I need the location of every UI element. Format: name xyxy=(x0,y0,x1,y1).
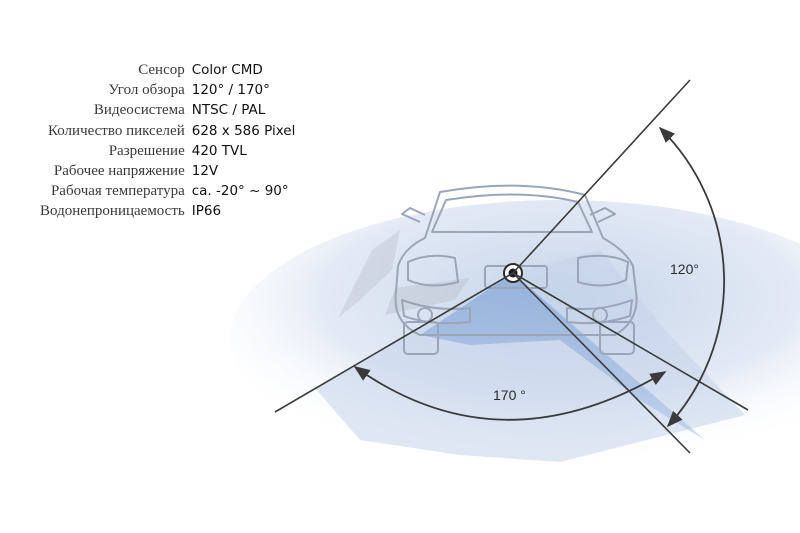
angle-label-170: 170 ° xyxy=(493,387,526,403)
spec-row: Рабочая температура ca. -20° ~ 90° xyxy=(40,181,295,201)
spec-label: Видеосистема xyxy=(93,102,185,119)
spec-value: ca. -20° ~ 90° xyxy=(191,183,289,200)
angle-label-120: 120° xyxy=(670,261,699,277)
narrow-beam-area xyxy=(420,273,705,440)
spec-row: Угол обзора 120° / 170° xyxy=(40,80,295,100)
spec-row: Разрешение 420 TVL xyxy=(40,141,295,161)
watermark-logo xyxy=(338,230,470,318)
spec-value: 628 x 586 Pixel xyxy=(191,122,296,139)
spec-value: IP66 xyxy=(191,203,222,220)
spec-row: Рабочее напряжение 12V xyxy=(40,161,295,181)
spec-label: Сенсор xyxy=(138,62,185,78)
spec-value: NTSC / PAL xyxy=(191,102,266,119)
car-rear-outline xyxy=(394,184,638,355)
spec-label: Угол обзора xyxy=(108,82,185,99)
angle-arc-170 xyxy=(353,366,667,421)
spec-label: Водонепроницаемость xyxy=(40,203,185,220)
spec-value: Color CMD xyxy=(191,62,263,78)
angle-arc-120 xyxy=(658,126,726,428)
spec-row: Видеосистема NTSC / PAL xyxy=(40,100,295,120)
spec-value: 420 TVL xyxy=(191,142,247,159)
spec-row: Сенсор Color CMD xyxy=(40,60,295,80)
spec-label: Количество пикселей xyxy=(48,122,185,139)
spec-label: Рабочее напряжение xyxy=(53,163,185,180)
spec-row: Количество пикселей 628 x 586 Pixel xyxy=(40,121,295,141)
spec-label: Рабочая температура xyxy=(50,183,185,200)
spec-label: Разрешение xyxy=(108,142,185,159)
spec-value: 120° / 170° xyxy=(191,82,270,99)
wide-fov-area xyxy=(315,250,745,462)
spec-value: 12V xyxy=(191,163,219,180)
spec-row: Водонепроницаемость IP66 xyxy=(40,201,295,221)
